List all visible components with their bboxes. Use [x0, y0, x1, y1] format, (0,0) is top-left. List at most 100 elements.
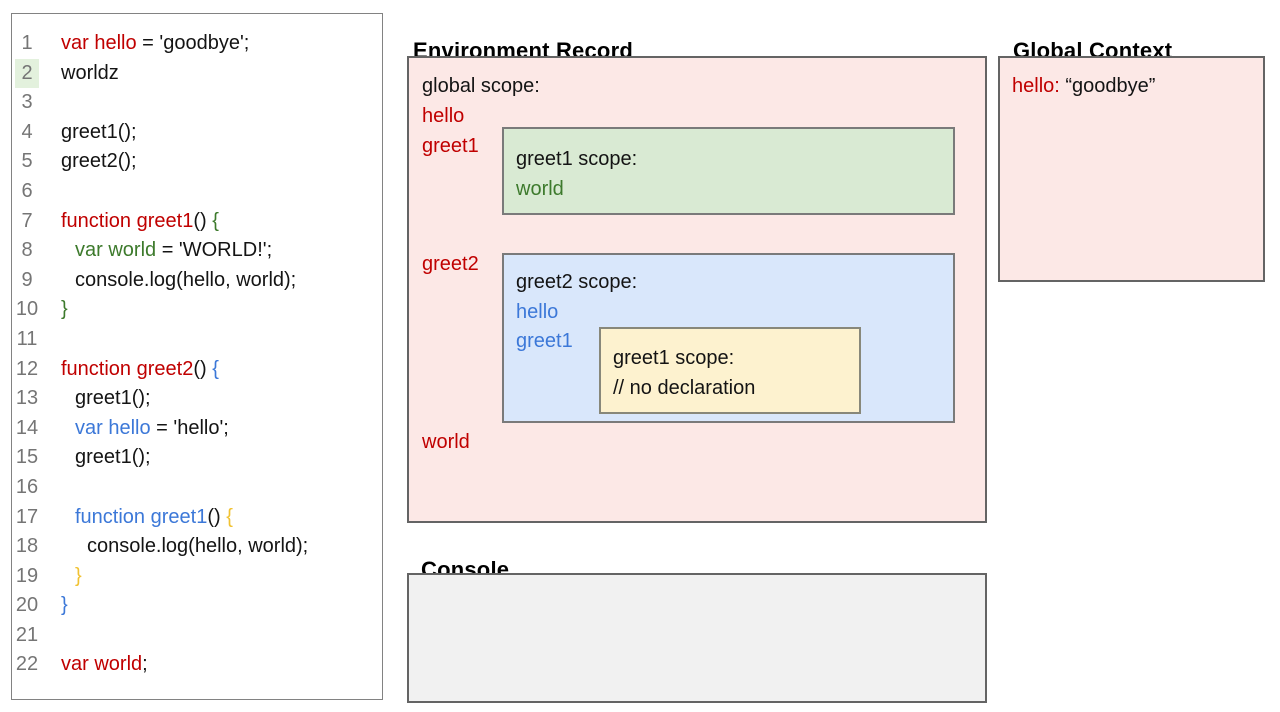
- global-context-entry-value: “goodbye”: [1065, 75, 1156, 97]
- code-text: [55, 88, 61, 118]
- code-line: 10}: [12, 295, 382, 325]
- line-number: 14: [15, 416, 39, 439]
- code-text: function greet2() {: [55, 355, 219, 385]
- code-line: 2 worldz: [12, 58, 382, 89]
- line-number: 6: [21, 179, 33, 202]
- greet2-scope-var-greet1: greet1: [516, 330, 573, 352]
- code-line: 22 var world;: [12, 650, 382, 680]
- code-text: [55, 325, 61, 355]
- code-text: greet1();: [55, 384, 151, 414]
- greet1-inner-scope-box: greet1 scope: // no declaration: [599, 327, 861, 414]
- line-number: 21: [15, 623, 39, 646]
- code-token: var world: [75, 239, 157, 262]
- code-text: function greet1() {: [55, 503, 233, 533]
- code-token: var world: [61, 653, 143, 676]
- code-line: 21: [12, 621, 382, 651]
- line-number: 11: [16, 327, 38, 350]
- code-token: var hello: [75, 416, 151, 439]
- code-token: (): [193, 357, 213, 380]
- greet2-scope-var-hello: hello: [516, 300, 559, 323]
- code-text: var world = 'WORLD!';: [55, 236, 272, 266]
- code-text: console.log(hello, world);: [55, 532, 308, 562]
- global-var-hello: hello: [422, 105, 465, 127]
- global-context-box: hello: “goodbye”: [998, 56, 1265, 282]
- code-line: 11: [12, 325, 382, 355]
- line-number: 16: [15, 475, 39, 498]
- code-text: console.log(hello, world);: [55, 266, 296, 296]
- greet1-scope-box: greet1 scope: world: [502, 127, 955, 215]
- greet1-inner-scope-comment: // no declaration: [613, 376, 756, 399]
- code-text: var world;: [55, 650, 148, 680]
- code-token: }: [61, 298, 68, 321]
- greet2-scope-label: greet2 scope:: [516, 271, 638, 293]
- code-token: function greet1: [61, 209, 194, 232]
- code-token: greet2();: [61, 150, 137, 173]
- code-token: = 'hello';: [150, 416, 229, 439]
- code-text: greet1();: [55, 443, 151, 473]
- line-number: 22: [15, 653, 39, 676]
- code-token: greet1();: [75, 446, 151, 469]
- code-token: greet1();: [61, 120, 137, 143]
- code-line: 1 var hello = 'goodbye';: [12, 29, 382, 59]
- greet1-scope-label: greet1 scope:: [516, 148, 638, 170]
- greet2-scope-box: greet2 scope: hello greet1 greet1 scope:…: [502, 253, 955, 423]
- line-number-highlighted: 2: [15, 58, 39, 89]
- code-token: {: [212, 357, 219, 380]
- code-text: greet2();: [55, 147, 137, 177]
- line-number: 5: [21, 150, 33, 173]
- code-token: }: [61, 594, 68, 617]
- line-number: 15: [15, 446, 39, 469]
- global-var-greet2: greet2: [422, 253, 479, 275]
- greet1-inner-scope-label: greet1 scope:: [613, 347, 735, 369]
- code-line: 14 var hello = 'hello';: [12, 414, 382, 444]
- line-number: 7: [21, 209, 33, 232]
- code-token: = 'goodbye';: [136, 32, 250, 54]
- line-number: 3: [21, 91, 33, 114]
- line-number: 1: [21, 32, 33, 54]
- code-line: 19}: [12, 562, 382, 592]
- global-var-world: world: [422, 431, 470, 453]
- code-token: worldz: [61, 61, 119, 84]
- code-line: 20}: [12, 591, 382, 621]
- code-text: }: [55, 591, 68, 621]
- greet1-scope-var-world: world: [516, 177, 564, 200]
- code-token: console.log(hello, world);: [87, 535, 309, 558]
- code-token: ;: [142, 653, 148, 676]
- line-number: 20: [15, 594, 39, 617]
- code-text: [55, 621, 61, 651]
- code-text: function greet1() {: [55, 207, 219, 237]
- line-number: 8: [21, 239, 33, 262]
- code-text: var hello = 'hello';: [55, 414, 229, 444]
- line-number: 18: [15, 535, 39, 558]
- code-text: }: [55, 295, 68, 325]
- code-line: 18 console.log(hello, world);: [12, 532, 382, 562]
- environment-record-box: global scope: hello greet1 greet2 world …: [407, 56, 987, 523]
- code-text: var hello = 'goodbye';: [55, 29, 249, 59]
- code-line: 15 greet1();: [12, 443, 382, 473]
- global-context-entry-name: hello:: [1012, 75, 1060, 97]
- code-token: function greet2: [61, 357, 194, 380]
- code-text: greet1();: [55, 118, 137, 148]
- code-line: 7 function greet1() {: [12, 207, 382, 237]
- line-number: 9: [21, 268, 33, 291]
- code-token: (): [193, 209, 213, 232]
- code-token: function greet1: [75, 505, 208, 528]
- code-token: greet1();: [75, 387, 151, 410]
- line-number: 10: [15, 298, 39, 321]
- global-var-greet1: greet1: [422, 135, 479, 157]
- code-text: worldz: [55, 59, 119, 89]
- code-line: 3: [12, 88, 382, 118]
- line-number: 19: [15, 564, 39, 587]
- code-token: = 'WORLD!';: [156, 239, 273, 262]
- code-text: [55, 177, 61, 207]
- code-token: {: [226, 505, 233, 528]
- code-token: {: [212, 209, 219, 232]
- code-token: (): [207, 505, 227, 528]
- code-line: 9 console.log(hello, world);: [12, 266, 382, 296]
- code-token: }: [75, 564, 82, 587]
